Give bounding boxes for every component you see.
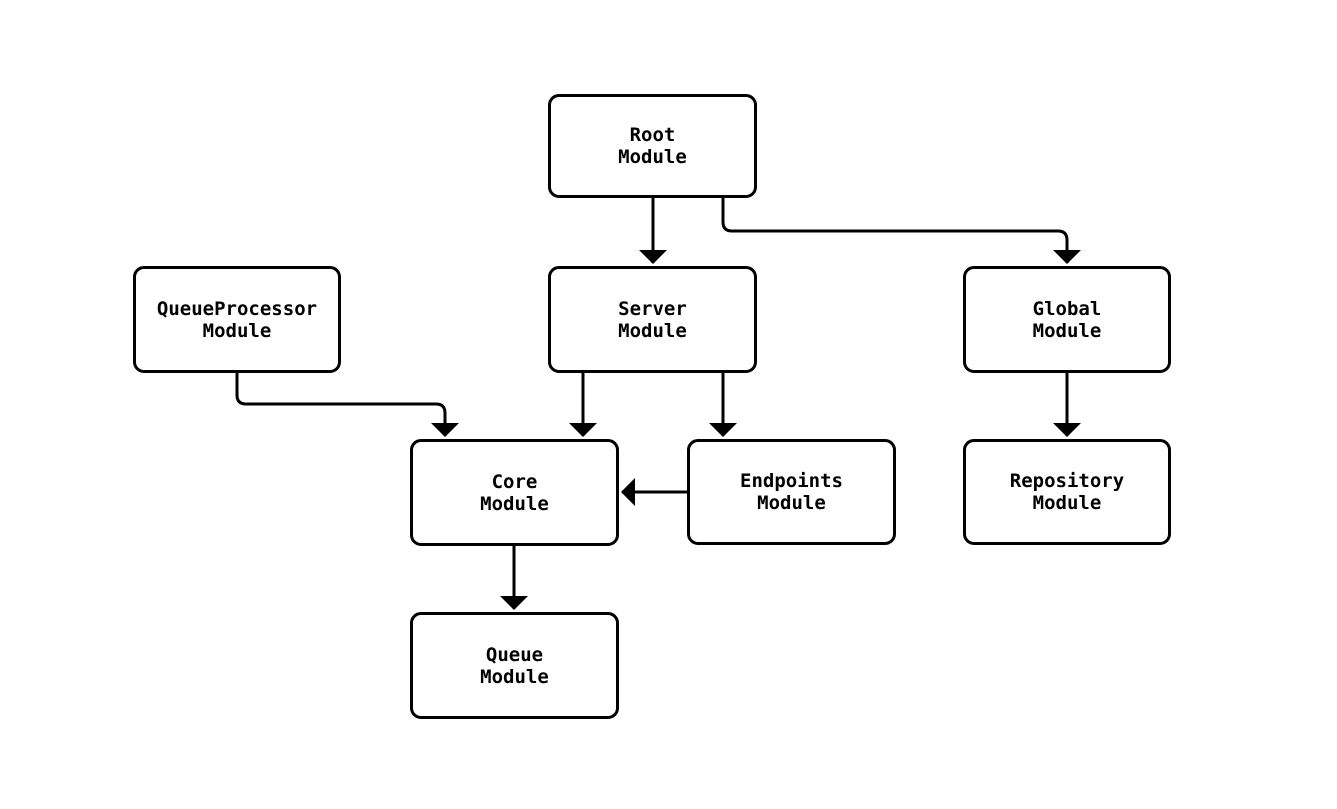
node-label-line: Module	[480, 665, 549, 688]
node-label-line: Module	[480, 492, 549, 515]
node-label-line: Global	[1032, 297, 1102, 320]
node-label-line: Module	[618, 319, 687, 342]
node-label-line: Module	[1032, 492, 1102, 514]
node-label-line: Module	[202, 319, 272, 342]
node-label-line: QueueProcessor	[156, 297, 318, 320]
node-label-line: Repository	[1009, 470, 1125, 492]
edge-root-to-global	[721, 198, 1081, 264]
node-label-line: Server	[618, 297, 687, 320]
node-label-line: Module	[757, 492, 826, 514]
node-label-line: Root	[629, 124, 676, 146]
node-label-line: Queue	[485, 643, 544, 666]
node-label-line: Module	[1032, 319, 1102, 342]
edge-queueprocessor-to-core	[235, 373, 459, 437]
node-label-line: Endpoints	[740, 470, 843, 492]
node-label-line: Core	[491, 470, 538, 493]
node-label-line: Module	[618, 146, 687, 168]
